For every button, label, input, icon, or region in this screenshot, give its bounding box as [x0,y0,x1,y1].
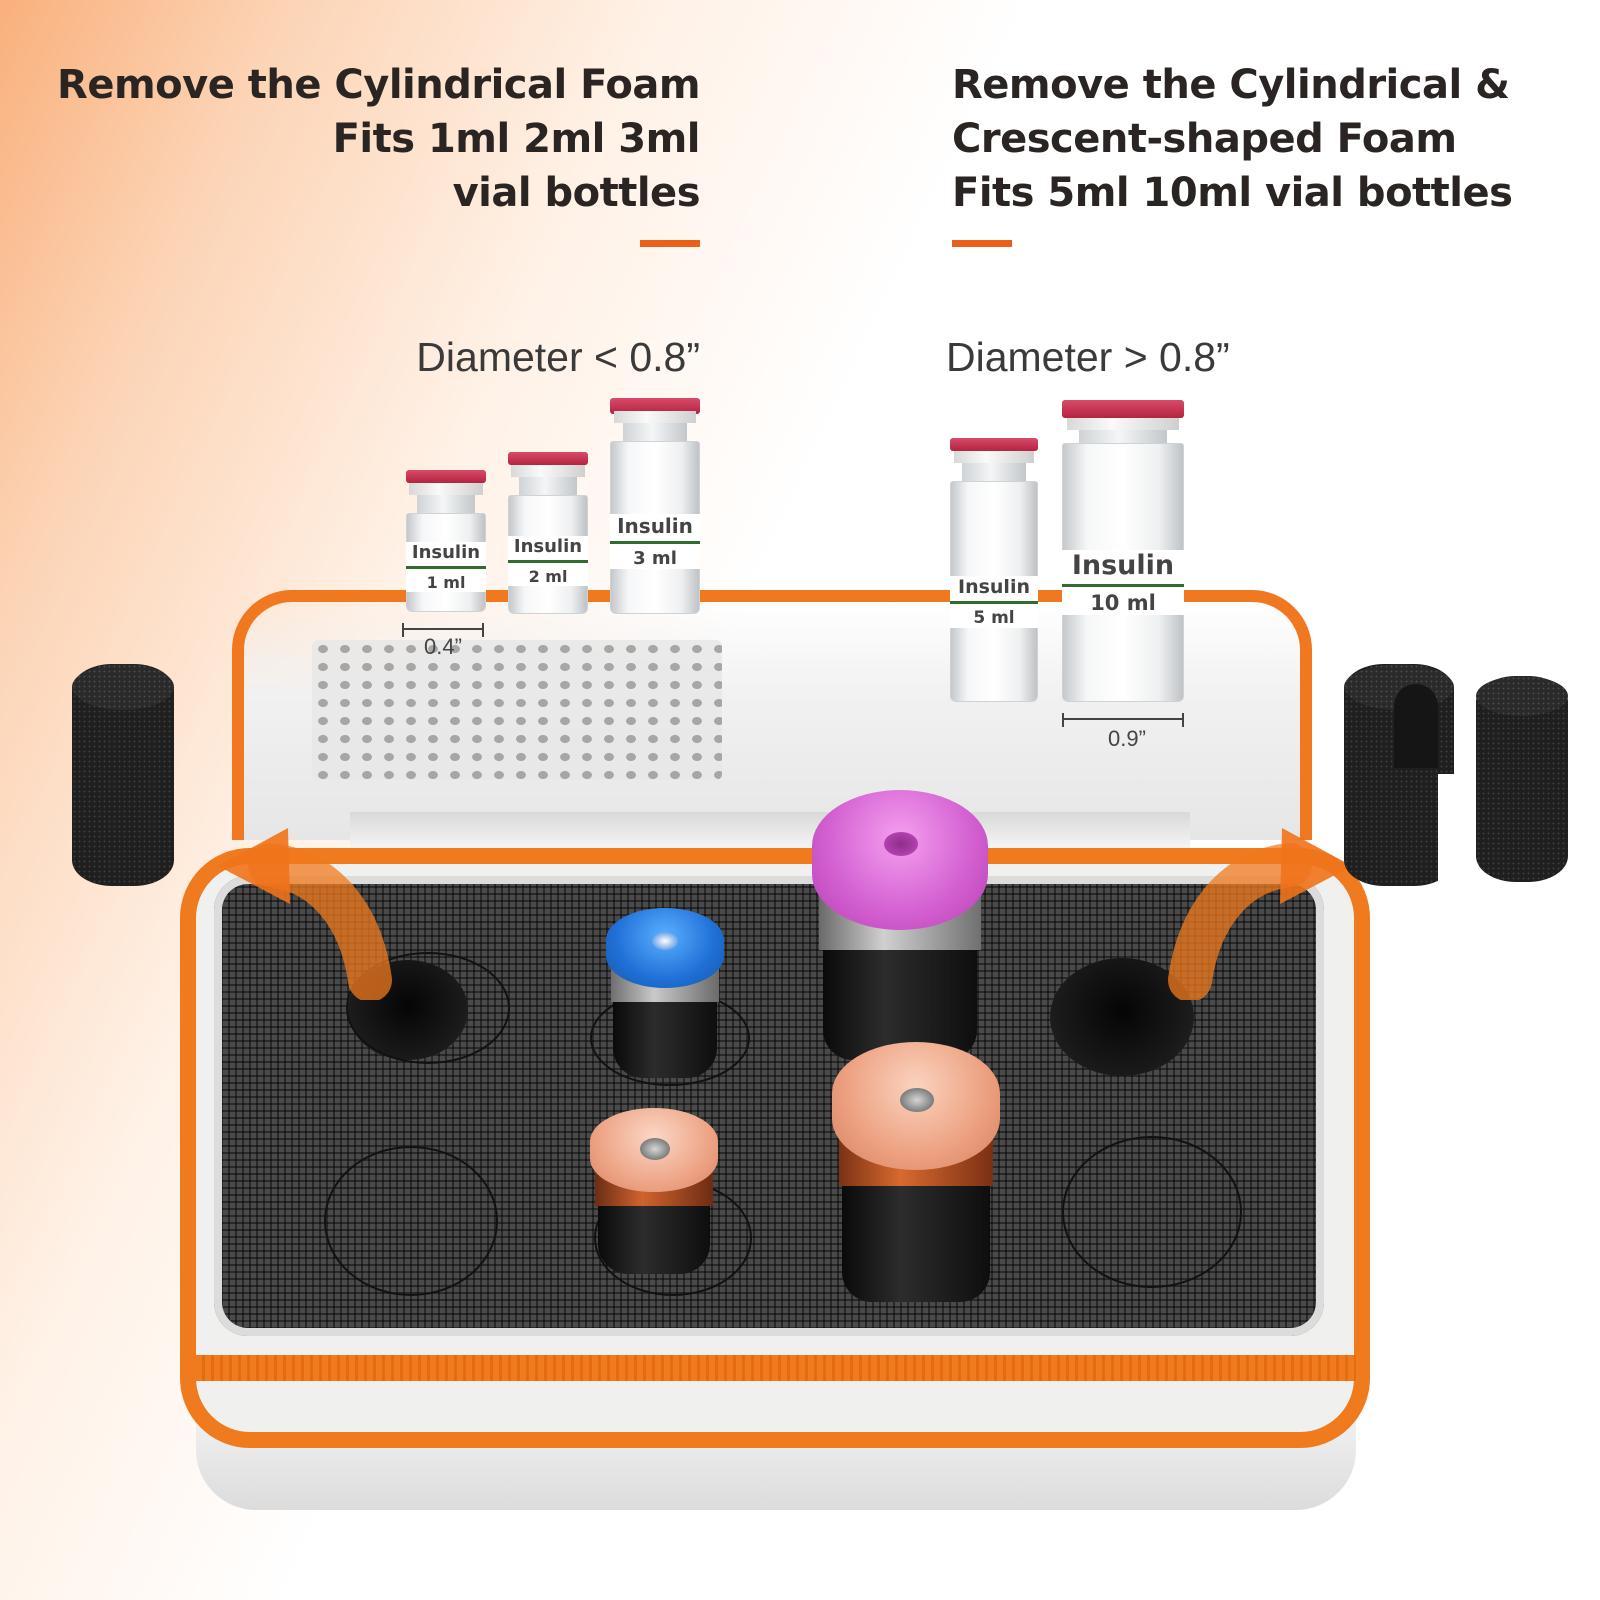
pink-cap-vial [812,790,988,1060]
vial-2ml: Insulin 2 ml [508,452,588,614]
vial-3ml-volume: 3 ml [633,548,677,569]
left-diameter-label: Diameter < 0.8” [416,334,700,380]
right-accent-bar [952,240,1012,247]
left-dimension-marker [402,623,484,640]
right-diameter-label: Diameter > 0.8” [946,334,1230,380]
cylindrical-foam-plug [72,664,174,886]
left-dimension-label: 0.4” [424,634,462,659]
vial-3ml-name: Insulin [617,514,693,538]
right-dimension-marker [1062,713,1184,730]
foam-cut-ring-left [346,952,510,1064]
left-headline: Remove the Cylindrical Foam Fits 1ml 2ml… [57,58,700,220]
vial-5ml: Insulin 5 ml [950,438,1038,702]
lid-mesh-pocket [312,640,722,780]
right-headline-line-2: Crescent-shaped Foam [952,116,1457,162]
vial-2ml-name: Insulin [513,536,583,557]
right-headline-line-1: Remove the Cylindrical & [952,62,1510,108]
left-headline-line-1: Remove the Cylindrical Foam [57,62,700,108]
vial-1ml-volume: 1 ml [426,573,466,592]
vial-10ml-name: Insulin [1071,550,1175,581]
crescent-foam-plug [1344,664,1456,886]
vial-3ml: Insulin 3 ml [610,398,700,614]
orange-cap-vial-large [832,1042,1000,1302]
cylindrical-foam-plug-right [1476,676,1568,882]
vial-10ml-volume: 10 ml [1090,591,1156,615]
right-arrow-icon [1168,828,1352,1000]
vial-5ml-name: Insulin [958,576,1030,598]
vial-10ml: Insulin 10 ml [1062,400,1184,702]
foam-cut-ring-bottom-right [1062,1136,1242,1288]
right-headline: Remove the Cylindrical & Crescent-shaped… [952,58,1513,220]
lid-fabric-band [350,812,1190,848]
foam-cut-ring-bottom-left [324,1146,498,1296]
vial-5ml-volume: 5 ml [973,608,1015,628]
vial-2ml-volume: 2 ml [528,567,568,586]
left-arrow-icon [218,828,392,1000]
vial-1ml: Insulin 1 ml [406,470,486,612]
blue-cap-vial [606,908,724,1078]
vial-1ml-name: Insulin [411,542,481,563]
left-headline-line-2: Fits 1ml 2ml 3ml [332,116,701,162]
left-headline-line-3: vial bottles [452,170,701,216]
orange-cap-vial-small [590,1108,718,1274]
right-headline-line-3: Fits 5ml 10ml vial bottles [952,170,1513,216]
zipper [196,1355,1356,1381]
left-accent-bar [640,240,700,247]
right-dimension-label: 0.9” [1108,726,1146,751]
